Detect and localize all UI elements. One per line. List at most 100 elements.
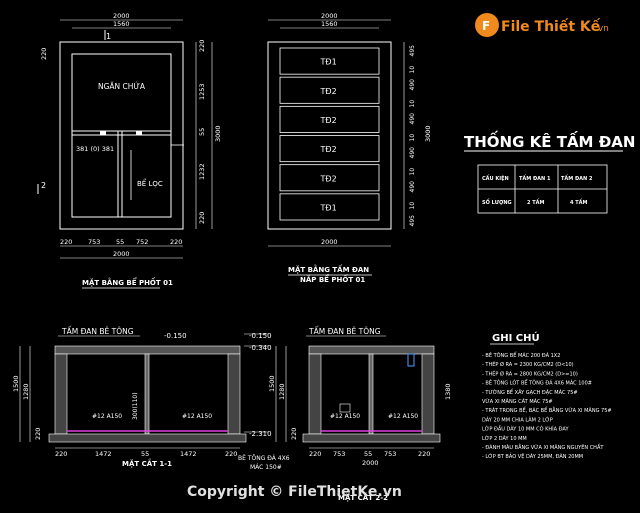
plan2-dim-right: 490 bbox=[409, 181, 416, 193]
plan2-dim-bottom: 2000 bbox=[321, 238, 338, 246]
section1-dim-bottom: 55 bbox=[141, 450, 149, 458]
plan1-dim-right: 220 bbox=[198, 40, 206, 52]
section2-dim-left: 1280 bbox=[278, 383, 286, 400]
logo-suffix: .vn bbox=[595, 24, 609, 34]
plan2-dim-right: 10 bbox=[409, 66, 416, 74]
plan1-dim-right: 1253 bbox=[198, 83, 206, 100]
copyright: Copyright © FileThietKe.vn bbox=[187, 484, 402, 500]
section-2-2: TẤM ĐAN BÊ TÔNG 1500 1280 220 1380 220 7… bbox=[268, 326, 452, 502]
slab-rect bbox=[279, 47, 380, 75]
section1-bar-label: #12 A150 bbox=[182, 413, 212, 420]
section1-title: MẶT CẮT 1-1 bbox=[122, 458, 172, 468]
plan2-dim-right: 490 bbox=[409, 113, 416, 125]
section2-dim-bottom: 220 bbox=[309, 450, 321, 458]
slab-rect bbox=[279, 164, 380, 192]
plan-septic-tank: 1 2 2000 1560 220 1253 55 1232 220 3000 … bbox=[37, 12, 222, 289]
plan2-dim-right: 10 bbox=[409, 134, 416, 142]
slab-label: TĐ2 bbox=[320, 116, 337, 125]
plan1-divider-vertical bbox=[117, 130, 123, 218]
note-item: VỮA XI MĂNG CÁT MÁC 75# bbox=[482, 398, 553, 405]
section1-foot-label1: BÊ TÔNG ĐÁ 4X6 bbox=[238, 454, 290, 462]
plan2-dim-top: 2000 bbox=[321, 12, 338, 20]
plan1-dim-bottom: 2000 bbox=[113, 250, 130, 258]
slab-rect bbox=[279, 135, 380, 163]
section2-dim-bottom: 753 bbox=[384, 450, 396, 458]
section1-dim-left: 1280 bbox=[22, 383, 30, 400]
section1-dim-left: 1500 bbox=[12, 375, 20, 392]
section2-label-slab: TẤM ĐAN BÊ TÔNG bbox=[308, 326, 381, 336]
section2-base bbox=[302, 433, 441, 443]
plan1-title: MẶT BẰNG BỂ PHỐT 01 bbox=[82, 277, 173, 287]
note-item: - ĐÁNH MÀU BẰNG VỮA XI MĂNG NGUYÊN CHẤT bbox=[482, 443, 604, 451]
plan2-dim-right: 490 bbox=[409, 79, 416, 91]
section2-dim-total: 2000 bbox=[362, 459, 379, 467]
stats-cell: SỐ LƯỢNG bbox=[482, 198, 512, 206]
plan2-dim-right: 495 bbox=[409, 45, 416, 57]
section2-dim-left: 1500 bbox=[268, 375, 276, 392]
section2-dim-bottom: 220 bbox=[418, 450, 430, 458]
section1-level-mid: -0.340 bbox=[249, 344, 272, 352]
slab-rect bbox=[279, 193, 380, 221]
plan1-opening bbox=[136, 131, 142, 135]
plan1-dim-top: 2000 bbox=[113, 12, 130, 20]
plan1-section-mark: 1 bbox=[106, 32, 111, 41]
note-item: DÀY 20 MM CHIA LÀM 2 LỚP bbox=[482, 416, 553, 423]
stats-title: THỐNG KÊ TẤM ĐAN bbox=[464, 130, 635, 151]
section2-slab bbox=[308, 345, 435, 355]
plan1-section-mark-2: 2 bbox=[41, 181, 46, 190]
logo-mark bbox=[475, 13, 499, 37]
section-1-1: -0.150 -0.340 -2.310 -0.150 TẤM ĐAN BÊ T… bbox=[12, 326, 290, 471]
plan2-dim-right: 10 bbox=[409, 100, 416, 108]
slab-rect bbox=[279, 105, 380, 133]
section1-dim-bottom: 1472 bbox=[95, 450, 112, 458]
stats-cell: 4 TẤM bbox=[570, 198, 588, 206]
slab-label: TĐ1 bbox=[320, 58, 337, 67]
section1-wall bbox=[227, 353, 241, 435]
plan1-dim-left: 220 bbox=[40, 48, 48, 60]
notes-title: GHI CHÚ bbox=[492, 331, 540, 344]
section2-dim-bottom: 753 bbox=[333, 450, 345, 458]
plan1-dim-top: 1560 bbox=[113, 20, 130, 28]
plan1-dim-bottom: 220 bbox=[60, 238, 72, 246]
section1-dim-bottom: 220 bbox=[55, 450, 67, 458]
plan1-label-381: 381 (0) 381 bbox=[76, 145, 114, 153]
section2-dim-bottom: 55 bbox=[364, 450, 372, 458]
section1-base bbox=[48, 433, 247, 443]
note-item: LỚP 2 DÀY 10 MM bbox=[482, 435, 527, 442]
logo-mark-glyph: F bbox=[482, 19, 490, 33]
section1-level-top2: -0.150 bbox=[164, 332, 187, 340]
section1-foot-label2: MÁC 150# bbox=[250, 464, 282, 471]
section2-dim-left: 220 bbox=[290, 428, 298, 440]
note-item: - BÊ TÔNG BỂ MÁC 200 ĐÁ 1X2 bbox=[482, 351, 560, 359]
section2-bar-label: #12 A150 bbox=[388, 413, 418, 420]
plan1-label-ngan-chua: NGĂN CHỨA bbox=[98, 82, 146, 91]
plan1-dim-bottom: 220 bbox=[170, 238, 182, 246]
stats-header: TẤM ĐAN 1 bbox=[519, 174, 551, 182]
stats-cell: 2 TẤM bbox=[527, 198, 545, 206]
section1-level-top: -0.150 bbox=[249, 332, 272, 340]
plan1-dim-right: 220 bbox=[198, 212, 206, 224]
note-item: - THÉP Ø RA = 2800 KG/CM2 (D>=10) bbox=[482, 369, 578, 377]
plan2-dim-total: 3000 bbox=[424, 125, 432, 142]
stats-table: THỐNG KÊ TẤM ĐAN CẤU KIỆN TẤM ĐAN 1 TẤM … bbox=[464, 130, 635, 214]
plan1-outer-wall bbox=[59, 41, 184, 230]
slab-rect bbox=[279, 76, 380, 104]
plan1-label-be-loc: BỂ LỌC bbox=[137, 178, 163, 188]
note-item: - BÊ TÔNG LÓT BỂ TÔNG ĐÁ 4X6 MÁC 100# bbox=[482, 379, 592, 387]
plan2-title-line1: MẶT BẰNG TẤM ĐAN bbox=[288, 264, 369, 274]
note-item: - TRÁT TRONG BỂ, BÁC BỂ BẰNG VỮA XI MĂNG… bbox=[482, 406, 612, 414]
plan1-dim-right: 55 bbox=[198, 128, 206, 136]
section1-dim-bottom: 1472 bbox=[180, 450, 197, 458]
note-item: - LỚP BT BẢO VỆ DÀY 25MM, ĐÀN 20MM bbox=[482, 452, 583, 460]
section1-divider bbox=[144, 353, 150, 435]
note-item: LỚP ĐẦU DÀY 10 MM CÓ KHÍA ĐAY bbox=[482, 425, 569, 433]
section2-title: MẶT CẮT 2-2 bbox=[338, 492, 388, 502]
plan1-dim-right: 1232 bbox=[198, 163, 206, 180]
section2-bar-label: #12 A150 bbox=[330, 413, 360, 420]
plan2-outer bbox=[267, 41, 392, 230]
plan1-dim-bottom: 55 bbox=[116, 238, 124, 246]
section1-dim-bottom: 220 bbox=[225, 450, 237, 458]
